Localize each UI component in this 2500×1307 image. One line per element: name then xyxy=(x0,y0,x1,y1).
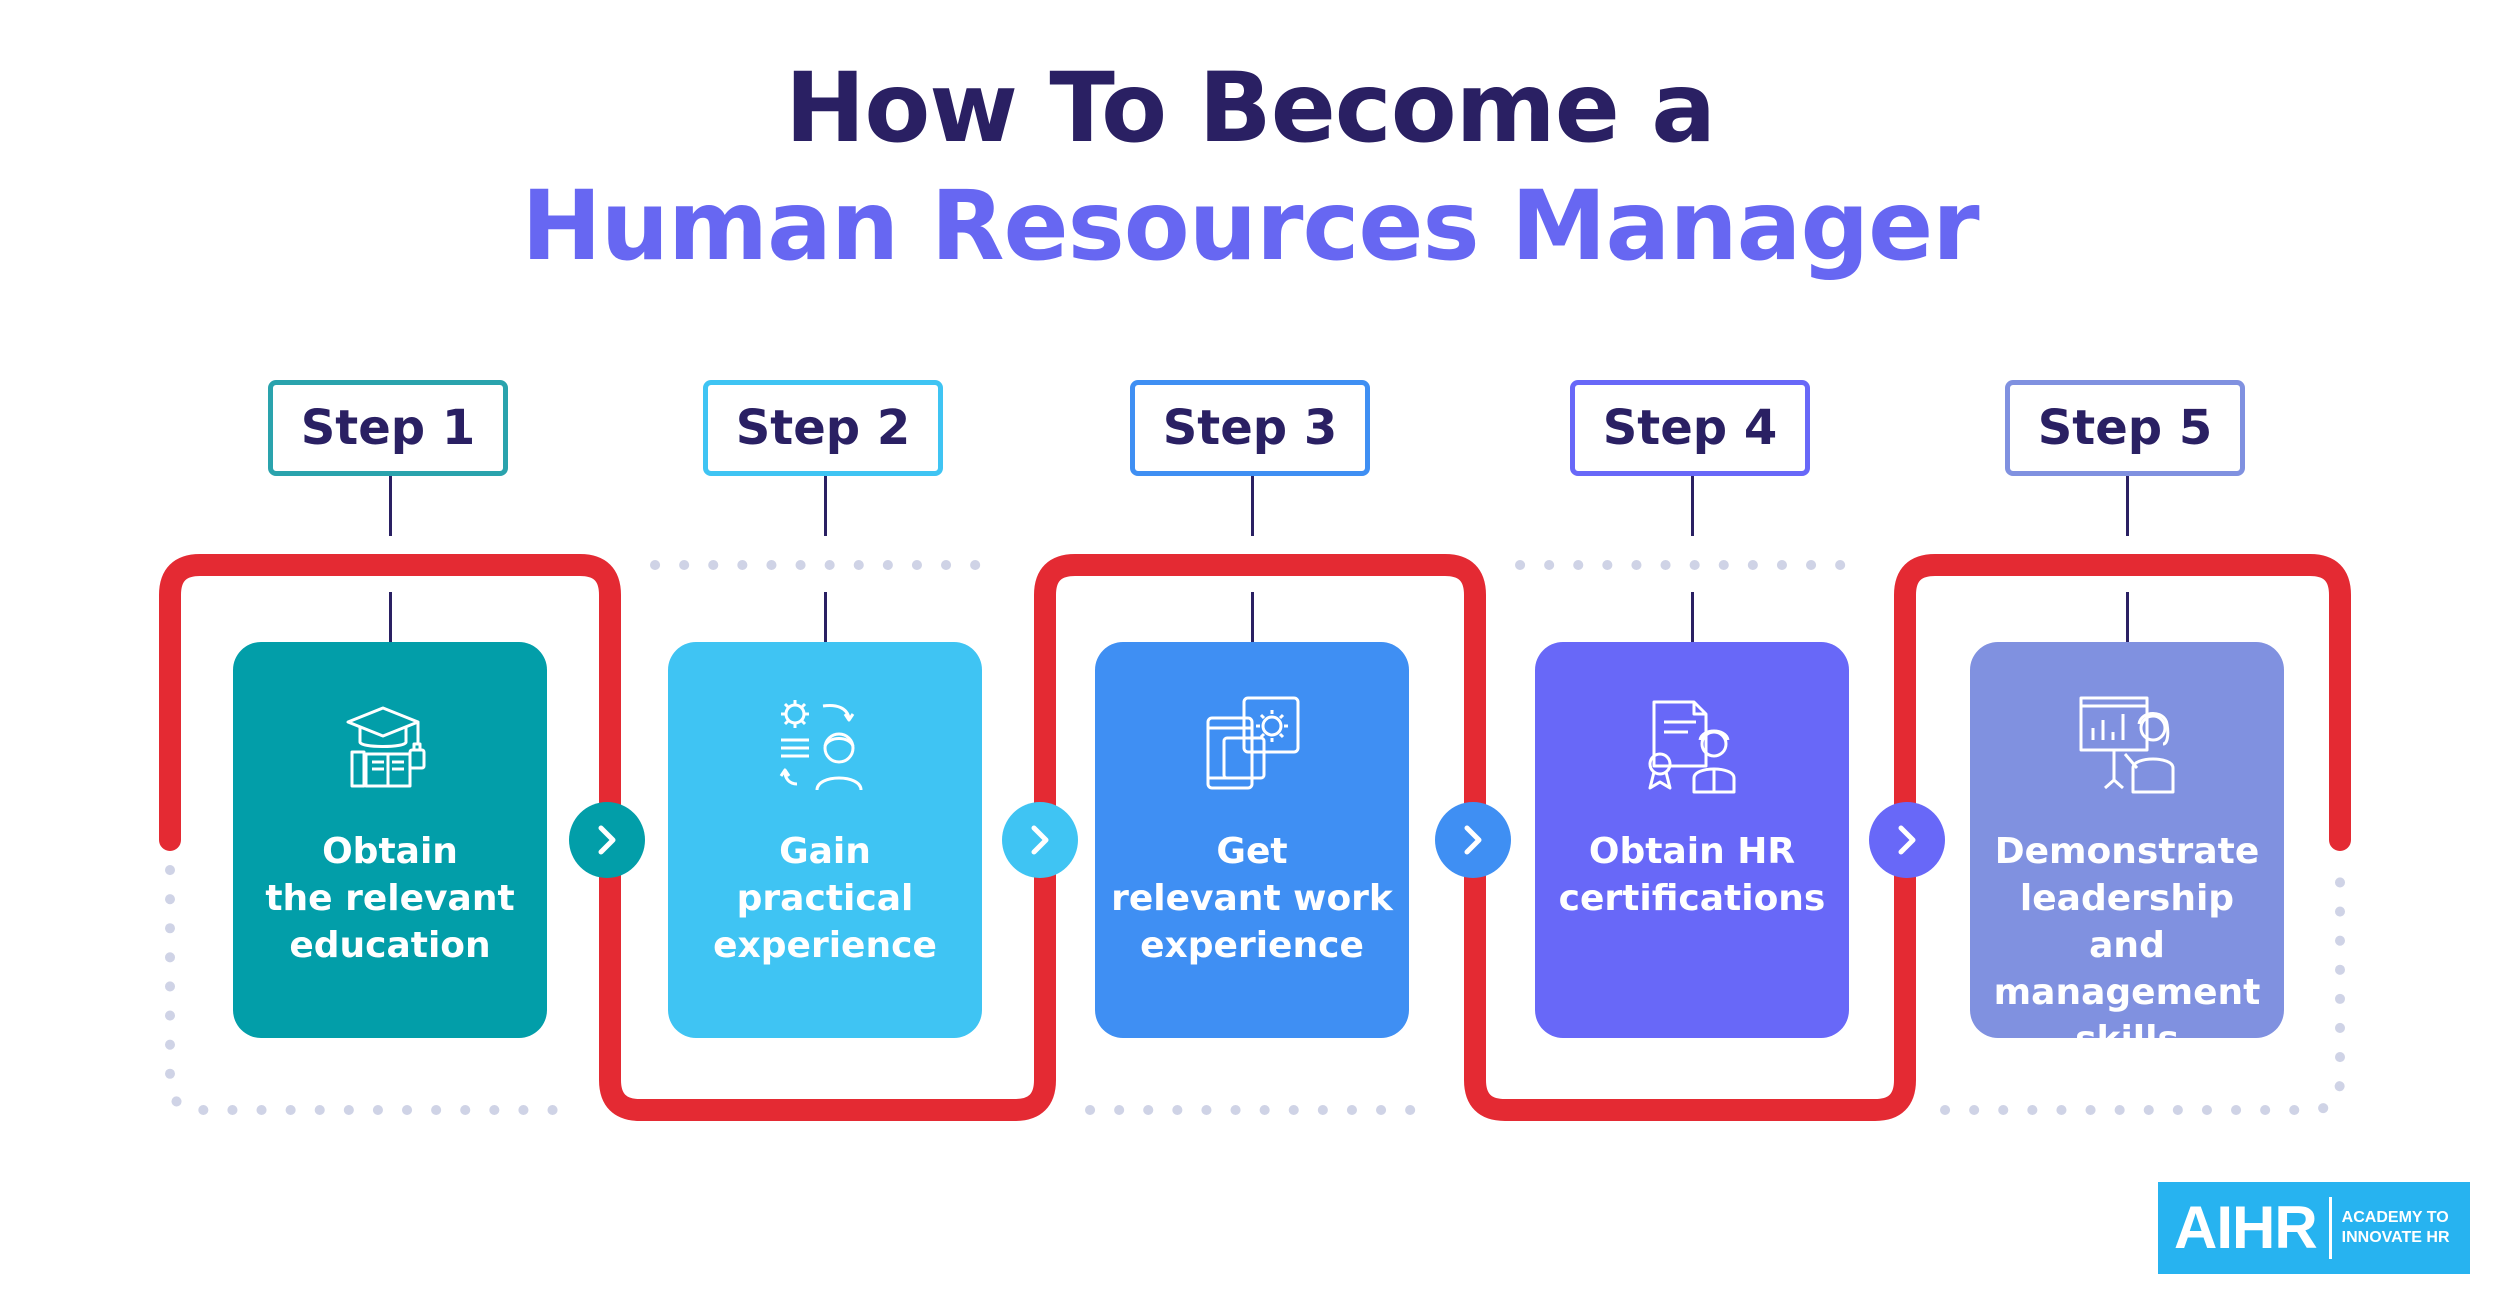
connector-top-5 xyxy=(2126,476,2129,536)
connector-bottom-5 xyxy=(2126,592,2129,642)
step-label-3: Step 3 xyxy=(1130,380,1370,476)
step-label-1: Step 1 xyxy=(268,380,508,476)
red-flow-segment xyxy=(159,554,2351,1121)
connector-bottom-4 xyxy=(1691,592,1694,642)
step-label-4: Step 4 xyxy=(1570,380,1810,476)
aihr-logo: AIHR ACADEMY TO INNOVATE HR xyxy=(2158,1182,2470,1274)
logo-tagline-1: ACADEMY TO xyxy=(2341,1209,2449,1226)
next-step-2-chevron-right-icon xyxy=(1002,802,1078,878)
dotted-path xyxy=(165,560,2345,1115)
connector-top-3 xyxy=(1251,476,1254,536)
step-label-5: Step 5 xyxy=(2005,380,2245,476)
logo-tagline-2: INNOVATE HR xyxy=(2341,1229,2450,1246)
graduation-cap-books-icon xyxy=(338,692,442,796)
step-label-2: Step 2 xyxy=(703,380,943,476)
logo-divider xyxy=(2328,1197,2332,1259)
next-step-4-chevron-right-icon xyxy=(1869,802,1945,878)
connector-bottom-1 xyxy=(389,592,392,642)
dotted-segment-1 xyxy=(165,865,565,1115)
connector-top-1 xyxy=(389,476,392,536)
person-gear-cycle-icon xyxy=(773,692,877,796)
title-line-1: How To Become a xyxy=(785,52,1716,164)
certificate-person-icon xyxy=(1640,692,1744,796)
connector-bottom-2 xyxy=(824,592,827,642)
connector-top-2 xyxy=(824,476,827,536)
next-step-3-chevron-right-icon xyxy=(1435,802,1511,878)
connector-top-4 xyxy=(1691,476,1694,536)
logo-mark: AIHR xyxy=(2174,1194,2318,1261)
red-flow-line xyxy=(159,554,2351,1121)
title-line-2: Human Resources Manager xyxy=(521,170,1979,282)
devices-gear-icon xyxy=(1200,692,1304,796)
connector-bottom-3 xyxy=(1251,592,1254,642)
next-step-1-chevron-right-icon xyxy=(569,802,645,878)
logo-tagline: ACADEMY TO INNOVATE HR xyxy=(2342,1208,2450,1248)
presenter-board-icon xyxy=(2075,692,2179,796)
